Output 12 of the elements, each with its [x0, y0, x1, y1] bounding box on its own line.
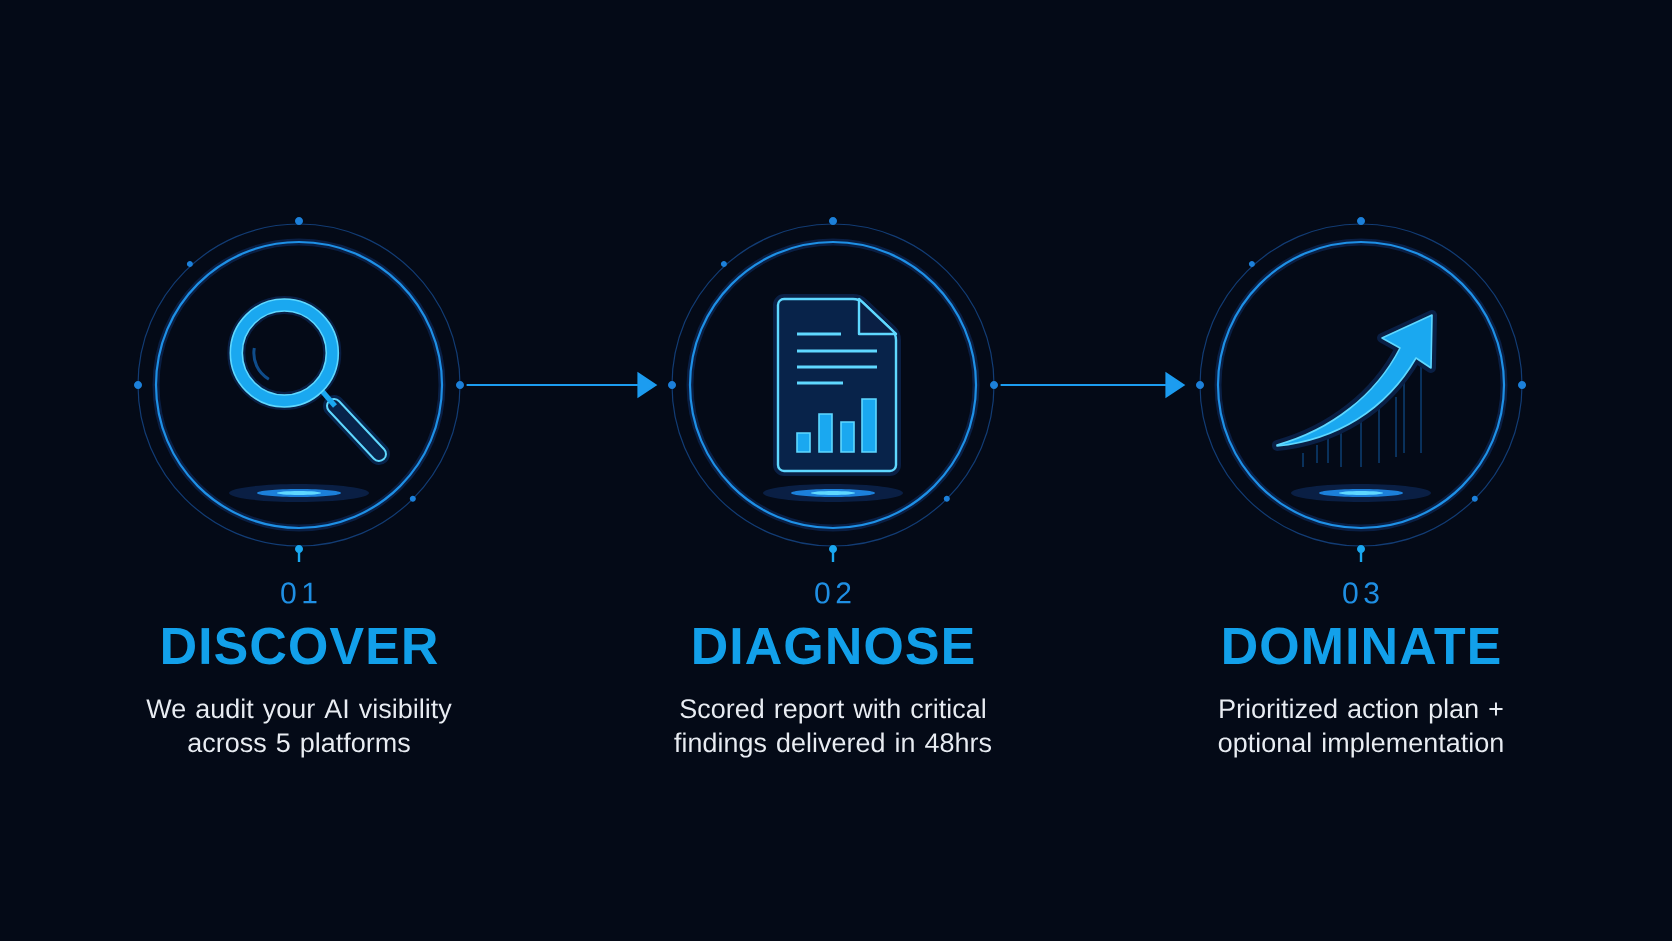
- step-title: DOMINATE: [1224, 627, 1500, 665]
- step-title: DIAGNOSE: [694, 627, 974, 665]
- step-circle: [668, 217, 998, 562]
- step-description: We audit your AI visibility across 5 platforms: [146, 698, 452, 758]
- step-number: 01: [281, 582, 317, 604]
- step-circle: [1196, 217, 1526, 562]
- step-circle: [134, 217, 464, 562]
- step-title: DISCOVER: [163, 627, 438, 665]
- step-number: 03: [1343, 582, 1379, 604]
- step-description: Prioritized action plan + optional implementation: [1218, 698, 1503, 758]
- step-number: 02: [815, 582, 851, 604]
- step-description: Scored report with critical findings delivered in 48hrs: [674, 698, 991, 758]
